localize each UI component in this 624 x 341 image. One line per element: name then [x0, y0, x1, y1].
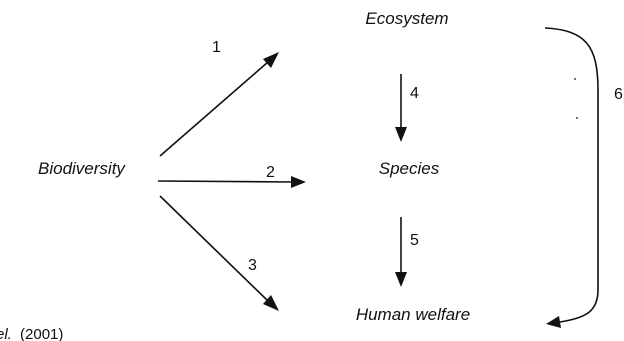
- link-label-5: 5: [410, 232, 419, 249]
- link-label-3: 3: [248, 257, 257, 274]
- arrow-5: [395, 217, 407, 287]
- link-label-1: 1: [212, 39, 221, 56]
- arrow-1: [159, 52, 279, 157]
- node-species: Species: [379, 159, 440, 178]
- link-label-4: 4: [410, 85, 419, 102]
- citation-year: (2001): [20, 326, 63, 341]
- citation-author: el.: [0, 326, 12, 341]
- citation-caption: el. (2001): [0, 326, 63, 341]
- link-label-2: 2: [266, 164, 275, 181]
- link-label-6: 6: [614, 86, 623, 103]
- speck-1: [574, 78, 576, 80]
- node-ecosystem: Ecosystem: [365, 9, 448, 28]
- node-human-welfare: Human welfare: [356, 305, 470, 324]
- speck-2: [576, 117, 578, 119]
- arrow-4: [395, 74, 407, 142]
- arrow-6: [544, 27, 599, 328]
- node-biodiversity: Biodiversity: [38, 159, 126, 178]
- arrow-2: [157, 176, 306, 188]
- arrow-3: [159, 195, 279, 311]
